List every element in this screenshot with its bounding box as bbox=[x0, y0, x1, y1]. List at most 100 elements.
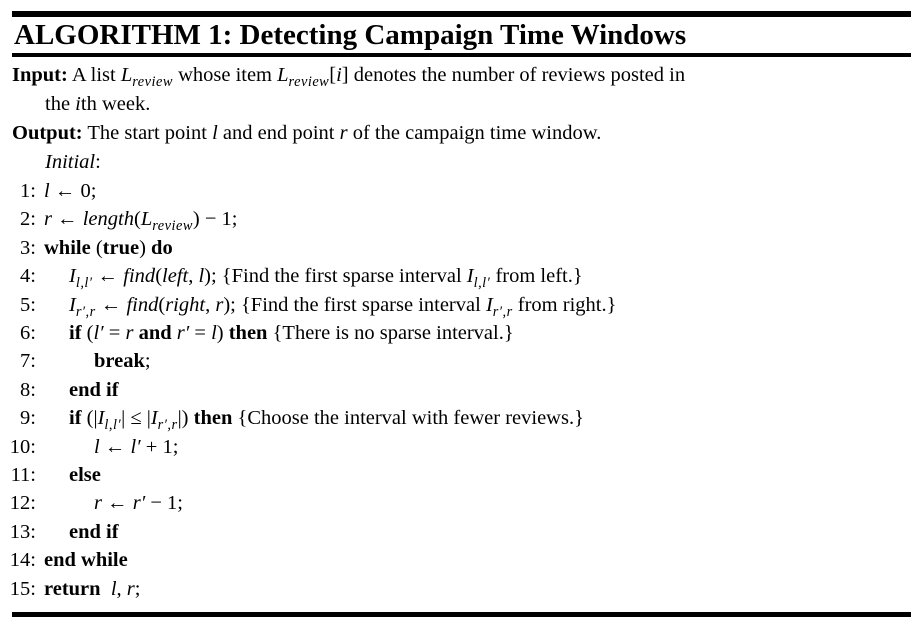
line-statement: r ← length(Lreview) − 1; bbox=[36, 205, 238, 233]
line-number: 14: bbox=[9, 549, 36, 572]
text-run: return bbox=[44, 577, 101, 600]
line-statement: if (|Il,l′| ≤ |Ir′,r|) then {Choose the … bbox=[36, 404, 584, 432]
text-run: , bbox=[188, 265, 199, 288]
algorithm-header: Input: A list Lreview whose item Lreview… bbox=[0, 57, 919, 177]
line-statement: end if bbox=[36, 376, 119, 404]
algorithm-line: 10:l ← l′ + 1; bbox=[8, 433, 919, 461]
text-run: and end point bbox=[217, 122, 340, 144]
line-number: 7: bbox=[20, 350, 36, 373]
algorithm-line: 12:r ← r′ − 1; bbox=[8, 489, 919, 517]
line-number: 9: bbox=[20, 407, 36, 430]
text-run: r′,r bbox=[157, 417, 178, 434]
text-run: (| bbox=[81, 407, 98, 430]
line-number: 4: bbox=[20, 265, 36, 288]
text-run: l bbox=[211, 322, 217, 345]
text-run: review bbox=[152, 218, 193, 235]
text-run: , bbox=[116, 577, 127, 600]
line-number: 1: bbox=[20, 180, 36, 202]
text-run: {Choose the interval with fewer reviews.… bbox=[232, 407, 584, 430]
text-run: ) − 1; bbox=[192, 208, 238, 231]
text-run: r bbox=[339, 122, 348, 144]
text-run: ( bbox=[81, 322, 94, 345]
text-run: then bbox=[228, 322, 268, 345]
algorithm-line: 14: end while bbox=[8, 546, 919, 574]
text-run: r′ bbox=[176, 322, 190, 345]
line-statement: return l, r; bbox=[36, 575, 140, 603]
text-run: I bbox=[485, 293, 493, 316]
line-number: 5: bbox=[20, 293, 36, 316]
text-run: l bbox=[212, 122, 218, 144]
text-run: ); {Find the first sparse interval bbox=[223, 293, 486, 316]
text-run: ( bbox=[155, 265, 163, 288]
text-run: ( bbox=[133, 208, 141, 231]
text-run: r′,r bbox=[492, 303, 513, 320]
text-run: ); {Find the first sparse interval bbox=[204, 265, 467, 288]
text-run: | ≤ | bbox=[121, 407, 151, 430]
line-statement: else bbox=[36, 461, 101, 489]
text-run: do bbox=[151, 236, 173, 259]
text-run: A list bbox=[67, 64, 121, 86]
line-statement: Il,l′ ← find(left, l); {Find the first s… bbox=[36, 262, 583, 290]
text-run: of the campaign time window. bbox=[347, 122, 602, 144]
text-run: ← bbox=[95, 293, 127, 316]
text-run: L bbox=[140, 208, 153, 231]
text-run: L bbox=[120, 64, 133, 86]
text-run: true bbox=[102, 236, 140, 259]
text-run: then bbox=[193, 407, 233, 430]
line-statement: while (true) do bbox=[36, 234, 173, 262]
line-number: 8: bbox=[20, 378, 36, 401]
text-run: l bbox=[94, 435, 100, 458]
algorithm-line: 3:while (true) do bbox=[8, 234, 919, 262]
text-run: r bbox=[94, 492, 102, 515]
text-run: ← 0; bbox=[49, 180, 97, 202]
line-number: 13: bbox=[9, 520, 36, 543]
text-run: |) bbox=[177, 407, 194, 430]
text-run: r bbox=[215, 293, 224, 316]
algorithm-line: 8:end if bbox=[8, 376, 919, 404]
text-run: l bbox=[198, 265, 205, 288]
text-run: i bbox=[75, 93, 81, 115]
text-run: right bbox=[165, 293, 206, 316]
line-number: 11: bbox=[10, 464, 36, 487]
text-run: I bbox=[69, 293, 76, 316]
text-run: ( bbox=[158, 293, 166, 316]
text-run: l,l′ bbox=[104, 417, 122, 434]
text-run: from right.} bbox=[512, 293, 617, 316]
text-run: whose item bbox=[172, 64, 278, 86]
text-run: ← bbox=[99, 435, 131, 458]
text-run: ← bbox=[51, 208, 83, 231]
text-run: i bbox=[336, 64, 342, 86]
text-run: r′ bbox=[132, 492, 146, 515]
algorithm-line: 1:l ← 0; bbox=[8, 177, 919, 205]
text-run: : bbox=[95, 151, 101, 173]
algorithm-line: 11:else bbox=[8, 461, 919, 489]
text-run: ← bbox=[92, 265, 124, 288]
text-run: Input: bbox=[12, 64, 68, 86]
line-statement: if (l′ = r and r′ = l) then {There is no… bbox=[36, 319, 514, 347]
line-statement: l ← l′ + 1; bbox=[36, 433, 178, 461]
text-run bbox=[101, 578, 111, 600]
algorithm-title: ALGORITHM 1: Detecting Campaign Time Win… bbox=[14, 19, 687, 51]
text-run: l′ bbox=[130, 435, 141, 458]
text-run: r bbox=[44, 208, 52, 231]
text-run: length bbox=[82, 208, 134, 231]
line-statement: break; bbox=[36, 347, 151, 375]
algorithm-line: 7:break; bbox=[8, 347, 919, 375]
text-run: I bbox=[69, 265, 76, 288]
text-run: ( bbox=[90, 236, 103, 259]
text-run: I bbox=[97, 407, 105, 430]
text-run: from left.} bbox=[490, 265, 583, 288]
text-run: = bbox=[189, 322, 212, 345]
line-statement: r ← r′ − 1; bbox=[36, 489, 183, 517]
text-run: and bbox=[138, 322, 172, 345]
bottom-rule bbox=[12, 612, 911, 618]
text-run: ) bbox=[139, 236, 152, 259]
text-run: ] denotes the number of reviews posted i… bbox=[341, 64, 686, 86]
text-run: end while bbox=[44, 549, 128, 572]
line-number: 15: bbox=[9, 577, 36, 600]
algorithm-line: 6:if (l′ = r and r′ = l) then {There is … bbox=[8, 319, 919, 347]
text-run: = bbox=[103, 322, 126, 345]
text-run: r bbox=[125, 322, 134, 345]
algorithm-line: 13:end if bbox=[8, 518, 919, 546]
